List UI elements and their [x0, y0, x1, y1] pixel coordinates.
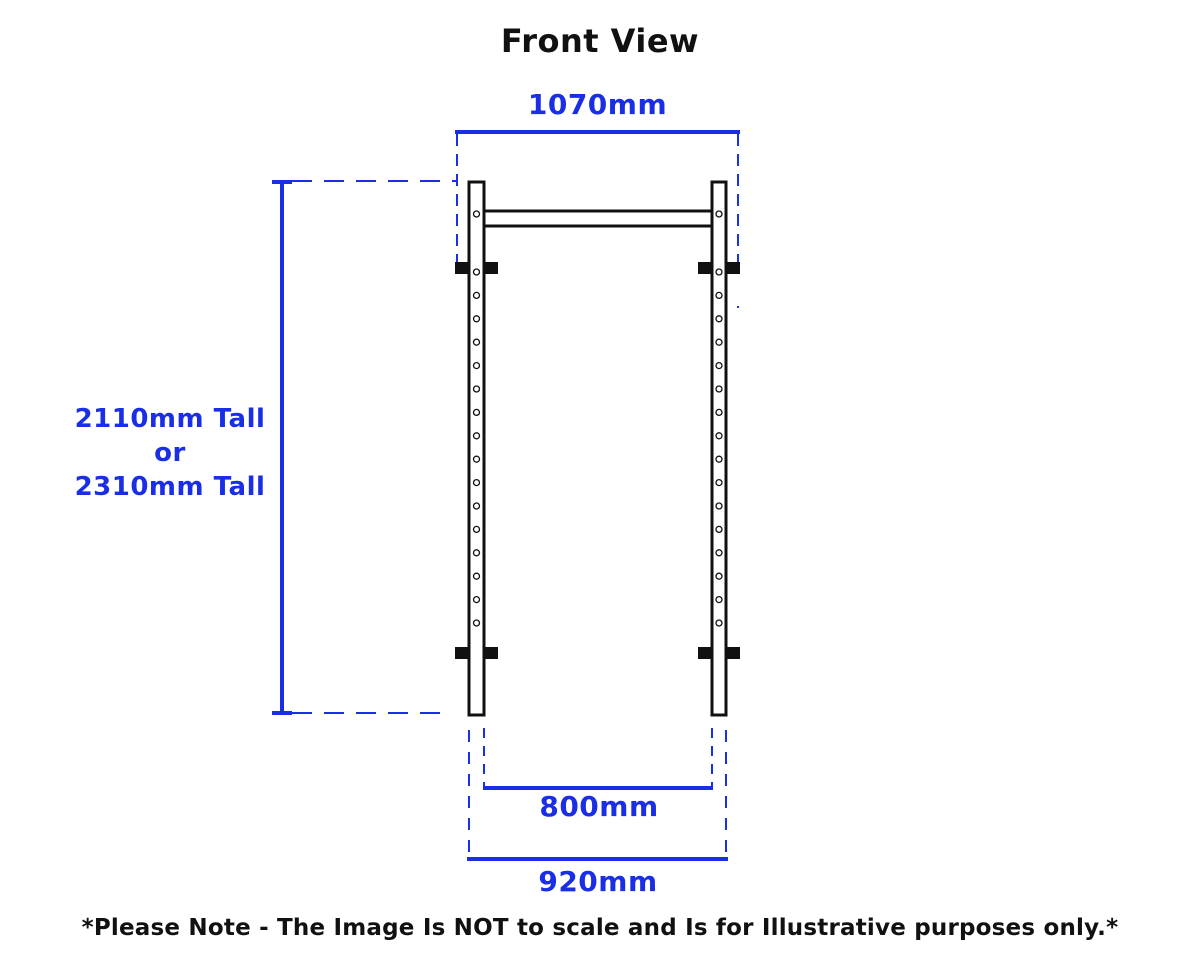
overall-width-label: 1070mm	[527, 88, 668, 121]
right-upright-hole	[715, 210, 723, 218]
right-upright-hole	[715, 408, 723, 417]
right-upright-hole	[715, 315, 723, 323]
upright-holes	[472, 210, 723, 627]
inner-width-label: 800mm	[539, 790, 659, 823]
left-upright-hole	[472, 595, 481, 604]
height-label-line-1: 2110mm Tall	[74, 404, 266, 434]
left-upright-hole	[472, 549, 481, 557]
right-upright-hole	[715, 549, 723, 557]
right-upper-foot-inner	[698, 262, 711, 274]
diagram-title: Front View	[500, 22, 700, 60]
left-upper-foot-inner	[485, 262, 498, 274]
left-upright-hole	[472, 408, 481, 417]
right-upright-hole	[715, 455, 723, 463]
left-upright-hole	[472, 525, 481, 534]
right-upright-hole	[715, 478, 723, 487]
left-upright-hole	[472, 502, 481, 510]
left-upright-hole	[472, 338, 481, 346]
left-upright-hole	[472, 432, 481, 440]
right-upright-hole	[715, 572, 723, 580]
left-lower-foot-outer	[455, 647, 468, 659]
right-upright-hole	[715, 525, 723, 534]
left-upright-hole	[472, 455, 481, 463]
right-upright-hole	[715, 619, 723, 627]
right-upright	[710, 180, 728, 717]
right-lower-foot-outer	[727, 647, 740, 659]
top-crossbar	[482, 209, 714, 228]
left-upper-foot-outer	[455, 262, 468, 274]
left-upright-hole	[472, 478, 481, 487]
right-upright-hole	[715, 502, 723, 510]
height-label-line-2: or	[154, 438, 186, 468]
left-upright-hole	[472, 268, 481, 276]
right-upright-hole	[715, 385, 723, 393]
height-label-line-3: 2310mm Tall	[74, 472, 266, 502]
left-upright-hole	[472, 619, 481, 627]
right-lower-foot-inner	[698, 647, 711, 659]
right-upright-hole	[715, 338, 723, 346]
left-upright-hole	[472, 210, 481, 218]
left-upright	[467, 180, 486, 717]
scale-disclaimer-note: *Please Note - The Image Is NOT to scale…	[81, 915, 1119, 941]
outer-width-label: 920mm	[538, 865, 658, 898]
left-upright-hole	[472, 385, 481, 393]
left-lower-foot-inner	[485, 647, 498, 659]
height-label: 2110mm Tall or 2310mm Tall	[55, 402, 285, 504]
left-upright-hole	[472, 291, 481, 300]
right-upright-hole	[715, 432, 723, 440]
left-upright-hole	[472, 572, 481, 580]
right-upright-hole	[715, 268, 723, 276]
left-upright-hole	[472, 361, 481, 370]
right-upright-hole	[715, 595, 723, 604]
left-upright-hole	[472, 315, 481, 323]
right-upper-foot-outer	[727, 262, 740, 274]
right-upright-hole	[715, 361, 723, 370]
right-upright-hole	[715, 291, 723, 300]
